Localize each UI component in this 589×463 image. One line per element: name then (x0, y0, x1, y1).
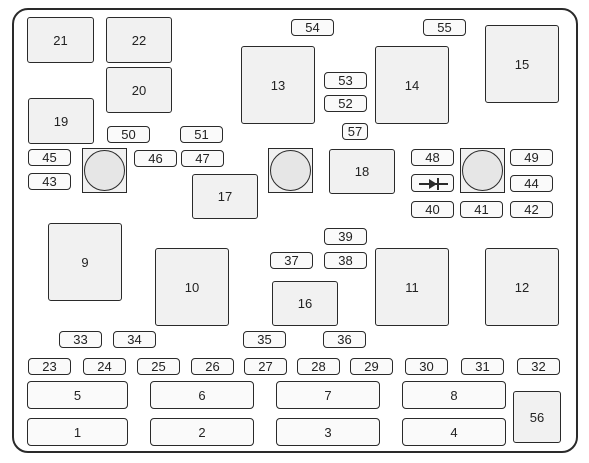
fuse-block-14: 14 (375, 46, 449, 124)
fuse-45: 45 (28, 149, 71, 166)
fuse-43: 43 (28, 173, 71, 190)
fuse-36: 36 (323, 331, 366, 348)
fuse-47: 47 (181, 150, 224, 167)
fuse-8: 8 (402, 381, 506, 409)
fuse-27: 27 (244, 358, 287, 375)
relay-circle-icon (270, 150, 311, 191)
diode-icon (419, 178, 448, 190)
fuse-39: 39 (324, 228, 367, 245)
fuse-38: 38 (324, 252, 367, 269)
relay-right (460, 148, 505, 193)
fuse-37: 37 (270, 252, 313, 269)
fuse-5: 5 (27, 381, 128, 409)
fuse-26: 26 (191, 358, 234, 375)
fuse-block-12: 12 (485, 248, 559, 326)
fuse-44: 44 (510, 175, 553, 192)
fuse-30: 30 (405, 358, 448, 375)
fuse-41: 41 (460, 201, 503, 218)
fuse-4: 4 (402, 418, 506, 446)
fuse-35: 35 (243, 331, 286, 348)
fuse-42: 42 (510, 201, 553, 218)
relay-circle-icon (84, 150, 125, 191)
fuse-block-11: 11 (375, 248, 449, 326)
fuse-2: 2 (150, 418, 254, 446)
fuse-24: 24 (83, 358, 126, 375)
fuse-block-17: 17 (192, 174, 258, 219)
fuse-40: 40 (411, 201, 454, 218)
fuse-block-15: 15 (485, 25, 559, 103)
fuse-block-18: 18 (329, 149, 395, 194)
fuse-55: 55 (423, 19, 466, 36)
relay-left (82, 148, 127, 193)
fuse-block-16: 16 (272, 281, 338, 326)
fuse-25: 25 (137, 358, 180, 375)
fuse-57: 57 (342, 123, 368, 140)
relay-circle-icon (462, 150, 503, 191)
fuse-block-56: 56 (513, 391, 561, 443)
fuse-3: 3 (276, 418, 380, 446)
fuse-54: 54 (291, 19, 334, 36)
fuse-block-10: 10 (155, 248, 229, 326)
fuse-49: 49 (510, 149, 553, 166)
fuse-block-13: 13 (241, 46, 315, 124)
fuse-31: 31 (461, 358, 504, 375)
relay-center (268, 148, 313, 193)
fuse-46: 46 (134, 150, 177, 167)
fuse-7: 7 (276, 381, 380, 409)
fuse-53: 53 (324, 72, 367, 89)
fuse-52: 52 (324, 95, 367, 112)
fuse-28: 28 (297, 358, 340, 375)
fuse-50: 50 (107, 126, 150, 143)
fuse-1: 1 (27, 418, 128, 446)
diode-slot (411, 174, 454, 192)
fuse-29: 29 (350, 358, 393, 375)
fuse-block-19: 19 (28, 98, 94, 144)
fuse-51: 51 (180, 126, 223, 143)
fuse-23: 23 (28, 358, 71, 375)
fuse-32: 32 (517, 358, 560, 375)
fuse-block-22: 22 (106, 17, 172, 63)
fuse-48: 48 (411, 149, 454, 166)
fuse-34: 34 (113, 331, 156, 348)
fuse-block-9: 9 (48, 223, 122, 301)
fuse-block-21: 21 (27, 17, 94, 63)
fuse-33: 33 (59, 331, 102, 348)
fuse-block-20: 20 (106, 67, 172, 113)
fuse-6: 6 (150, 381, 254, 409)
